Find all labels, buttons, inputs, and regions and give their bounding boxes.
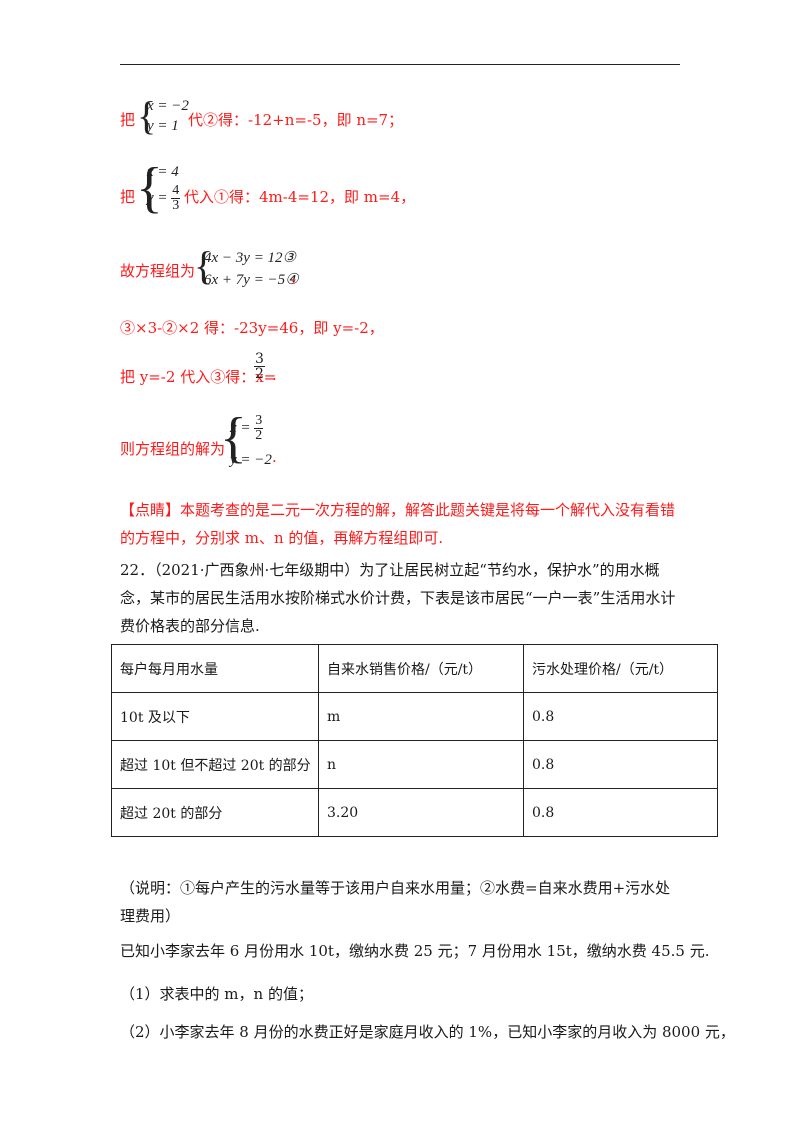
substitution-1-prefix: 把: [120, 111, 136, 129]
header-cell: 自来水销售价格/（元/t）: [318, 644, 524, 693]
table-row: 10t 及以下 m 0.8: [111, 692, 718, 741]
given-text: 已知小李家去年 6 月份用水 10t，缴纳水费 25 元；7 月份用水 15t，…: [120, 942, 710, 960]
header-cell: 每户每月用水量: [111, 644, 319, 693]
note-text: （说明：①每户产生的污水量等于该用户自来水用量；②水费=自来水费用+污水处理费用…: [120, 879, 671, 925]
substitution-2-text: 代入①得：4m-4=12，即 m=4，: [184, 188, 416, 206]
answer-eq2: y = −2: [230, 452, 272, 468]
substitution-1-text: 代②得：-12+n=-5，即 n=7；: [188, 111, 404, 129]
sub1-eq1: x = −2: [147, 98, 189, 114]
sub1-eq2: y = 1: [147, 118, 179, 134]
table-header-row: 每户每月用水量 自来水销售价格/（元/t） 污水处理价格/（元/t）: [111, 644, 718, 693]
table-cell: 0.8: [523, 788, 718, 837]
substitution-1: 把 { x = −2 y = 1 代②得：-12+n=-5，即 n=7；: [120, 93, 420, 140]
system-suffix: ，: [290, 268, 306, 286]
comment-block: 【点睛】本题考查的是二元一次方程的解，解答此题关键是将每一个解代入没有看错的方程…: [120, 501, 676, 547]
question-1: （1）求表中的 m，n 的值；: [120, 985, 313, 1003]
system-eq1: 4x − 3y = 12③: [204, 250, 297, 266]
brace-4: {: [220, 407, 247, 469]
table-cell: 超过 10t 但不超过 20t 的部分: [111, 740, 319, 789]
back-sub-text: 把 y=-2 代入③得：x=: [120, 368, 277, 386]
answer-prefix: 则方程组的解为: [120, 440, 226, 458]
substitution-2-prefix: 把: [120, 188, 136, 206]
brace-3: {: [194, 243, 214, 288]
elimination-step: ③×3-②×2 得：-23y=46，即 y=-2，: [120, 319, 384, 337]
table-cell: m: [318, 692, 524, 741]
question-2: （2）小李家去年 8 月份的水费正好是家庭月收入的 1%，已知小李家的月收入为 …: [120, 1023, 735, 1041]
table-cell: 10t 及以下: [111, 692, 319, 741]
table-cell: 3.20: [318, 788, 524, 837]
system-eq2: 6x + 7y = −5④: [204, 272, 299, 288]
table-cell: 超过 20t 的部分: [111, 788, 319, 837]
sub2-eq1: x = 4: [147, 164, 179, 180]
brace-2: {: [136, 157, 163, 219]
system-prefix: 故方程组为: [120, 262, 196, 280]
table-cell: n: [318, 740, 524, 789]
table-cell: 0.8: [523, 740, 718, 789]
brace-1: {: [137, 93, 157, 138]
equation-system: 故方程组为 { 4x − 3y = 12③ 6x + 7y = −5④ ，: [120, 243, 440, 292]
header-cell: 污水处理价格/（元/t）: [523, 644, 718, 693]
header-rule: [120, 64, 680, 65]
table-row: 超过 10t 但不超过 20t 的部分 n 0.8: [111, 740, 718, 789]
table-row: 超过 20t 的部分 3.20 0.8: [111, 788, 718, 837]
price-table: 每户每月用水量 自来水销售价格/（元/t） 污水处理价格/（元/t） 10t 及…: [111, 644, 718, 837]
table-cell: 0.8: [523, 692, 718, 741]
problem-stem: 22．（2021·广西象州·七年级期中）为了让居民树立起“节约水，保护水”的用水…: [120, 561, 676, 635]
